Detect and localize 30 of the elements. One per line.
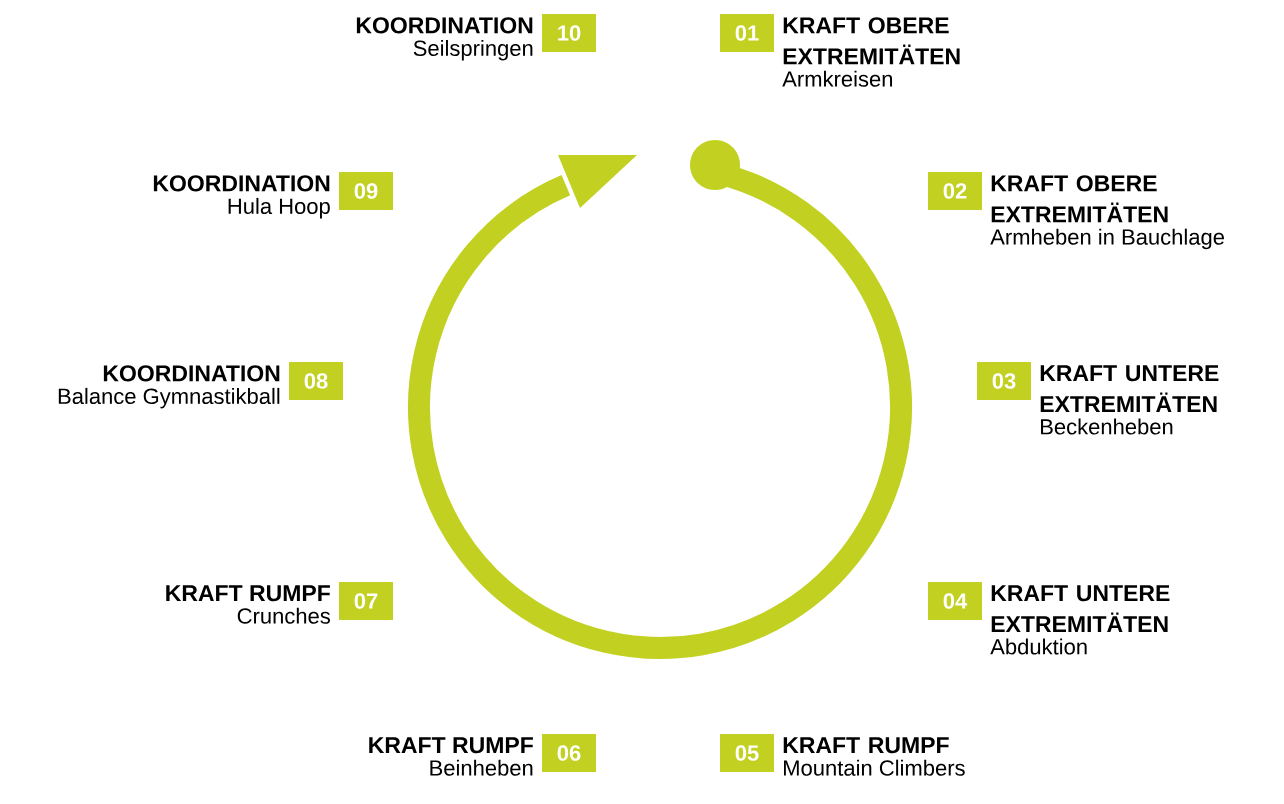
- heading-text: KOORDINATION: [356, 17, 533, 34]
- description-text: Armkreisen: [782, 70, 892, 87]
- number-badge: 06: [542, 734, 596, 772]
- description-text: Mountain Climbers: [784, 759, 965, 776]
- number-badge: 02: [928, 172, 982, 210]
- number-badge: 08: [289, 362, 343, 400]
- number-badge: 07: [339, 582, 393, 620]
- heading-text: KRAFT RUMPF: [369, 737, 533, 754]
- heading-text: KRAFT RUMPF: [166, 585, 330, 602]
- number-badge: 04: [928, 582, 982, 620]
- number-badge: 10: [542, 14, 596, 52]
- description-text: Seilspringen: [413, 39, 533, 61]
- description-text: Beinheben: [430, 759, 533, 776]
- heading-text: KOORDINATION: [153, 175, 330, 192]
- description-text: Beckenheben: [1041, 418, 1173, 435]
- heading-text: KRAFT UNTERE EXTREMITÄTEN: [1040, 365, 1219, 413]
- description-text: Hula Hoop: [228, 197, 330, 219]
- heading-text: KRAFT RUMPF: [783, 737, 949, 754]
- heading-text: KRAFT OBERE EXTREMITÄTEN: [991, 175, 1168, 223]
- number-badge: 09: [339, 172, 393, 210]
- heading-text: KRAFT OBERE EXTREMITÄTEN: [783, 17, 960, 65]
- number-badge: 01: [720, 14, 774, 52]
- description-text: Armheben in Bauchlage: [990, 228, 1224, 250]
- description-text: Balance Gymnastikball: [58, 387, 280, 409]
- description-text: Crunches: [237, 607, 330, 624]
- heading-text: KOORDINATION: [103, 365, 280, 382]
- heading-text: KRAFT UNTERE EXTREMITÄTEN: [991, 585, 1170, 633]
- number-badge: 03: [977, 362, 1031, 400]
- description-text: Abduktion: [990, 638, 1087, 655]
- number-badge: 05: [720, 734, 774, 772]
